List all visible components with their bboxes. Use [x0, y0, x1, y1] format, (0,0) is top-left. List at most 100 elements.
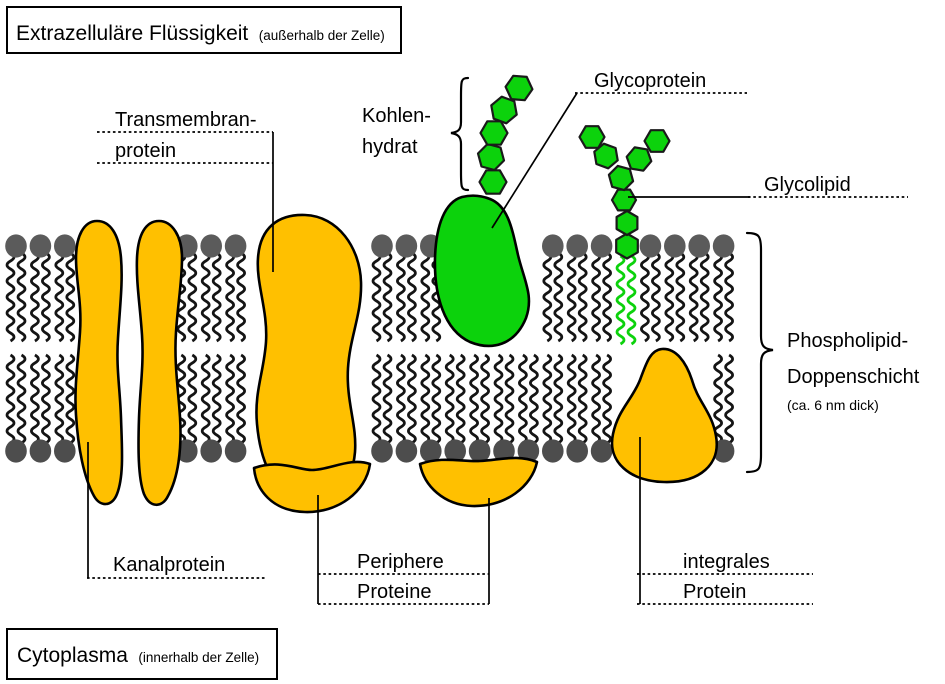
phospholipid: [420, 353, 442, 463]
lipid-tail: [420, 251, 431, 343]
lipid-tail: [30, 353, 40, 445]
lipid-tail: [591, 353, 601, 445]
phospholipid: [712, 353, 735, 463]
phospholipid: [590, 234, 613, 343]
lipid-tail: [382, 353, 393, 445]
sugar-hexagon: [607, 164, 635, 192]
peripheral-label-line1: Periphere: [357, 551, 444, 573]
lipid-tail: [626, 254, 637, 346]
lipid-head: [200, 439, 222, 463]
lipid-tail: [469, 353, 479, 445]
phospholipid: [371, 353, 393, 463]
phospholipid-bilayer: [5, 234, 735, 463]
sugar-hexagon: [490, 95, 518, 125]
lipid-tail: [542, 353, 553, 445]
lipid-head: [664, 234, 686, 258]
integral-protein: [610, 347, 719, 484]
phospholipid: [444, 353, 467, 463]
lipid-tail: [236, 251, 246, 343]
bilayer-label-line2: Doppenschicht: [787, 366, 920, 388]
extracellular-box-text: Extrazelluläre Flüssigkeit (außerhalb de…: [16, 22, 385, 45]
phospholipid: [493, 353, 515, 463]
lipid-head: [566, 234, 588, 258]
lipid-tail: [371, 353, 382, 445]
phospholipid: [542, 234, 564, 343]
phospholipid: [517, 353, 540, 463]
sugar-hexagon: [625, 146, 653, 172]
sugar-hexagon: [643, 129, 671, 153]
lipid-head: [395, 234, 418, 258]
glycoprotein-label: Glycoprotein: [594, 70, 706, 92]
lipid-tail: [41, 353, 51, 445]
glycolipid-carbohydrate-chain: [578, 125, 671, 260]
phospholipid: [566, 234, 588, 343]
sugar-hexagon: [593, 142, 619, 170]
integral-label-line1: integrales: [683, 551, 770, 573]
lipid-head: [54, 234, 76, 258]
carbohydrate-label-line1: Kohlen-: [362, 105, 431, 127]
lipid-tail: [615, 254, 626, 346]
lipid-tail: [553, 251, 564, 343]
lipid-tail: [65, 251, 76, 343]
lipid-tail: [444, 353, 455, 445]
lipid-tail: [65, 353, 76, 445]
lipid-tail: [187, 353, 198, 445]
lipid-tail: [577, 251, 588, 343]
extracellular-box-border: [6, 6, 402, 54]
lipid-tail: [41, 251, 51, 343]
phospholipid: [395, 234, 418, 343]
lipid-tail: [407, 251, 417, 343]
lipid-tail: [396, 353, 406, 445]
lipid-head: [468, 439, 491, 463]
lipid-head: [542, 439, 564, 463]
lipid-tail: [480, 353, 490, 445]
sugar-hexagon: [578, 125, 606, 149]
lipid-tail: [420, 353, 431, 445]
lipid-head: [371, 439, 393, 463]
lipid-head: [542, 234, 564, 258]
integral-label-line2: Protein: [683, 581, 746, 603]
phospholipid: [224, 234, 247, 343]
lipid-head: [712, 234, 735, 258]
lipid-tail: [602, 353, 612, 445]
phospholipid: [5, 353, 27, 463]
transmembrane-label-line2: protein: [115, 140, 176, 162]
sugar-hexagon: [504, 74, 534, 102]
lipid-head: [224, 234, 247, 258]
lipid-tail: [518, 353, 528, 445]
lipid-tail: [640, 251, 650, 343]
glycoprotein-body: [433, 194, 531, 348]
lipid-head: [395, 439, 418, 463]
sugar-hexagon: [615, 232, 639, 260]
lipid-tail: [591, 251, 601, 343]
peripheral-protein-2: [418, 456, 539, 508]
phospholipid: [664, 234, 686, 343]
lipid-tail: [664, 251, 675, 343]
extracellular-title: Extrazelluläre Flüssigkeit: [16, 22, 248, 45]
lipid-tail: [566, 353, 577, 445]
lipid-tail: [542, 251, 553, 343]
sugar-hexagon: [479, 120, 509, 146]
lipid-head: [54, 439, 76, 463]
phospholipid: [29, 234, 52, 343]
lipid-head: [224, 439, 247, 463]
lipid-head: [566, 439, 588, 463]
phospholipid: [468, 353, 491, 463]
phospholipid: [542, 353, 564, 463]
lipid-tail: [236, 353, 246, 445]
peripheral-label-line2: Proteine: [357, 581, 432, 603]
sugar-hexagon: [476, 142, 506, 172]
lipid-tail: [651, 251, 661, 343]
lipid-tail: [699, 251, 710, 343]
lipid-tail: [54, 251, 65, 343]
cytoplasma-subtitle: (innerhalb der Zelle): [138, 650, 259, 665]
bilayer-label-line1: Phospholipid-: [787, 330, 908, 352]
labels: Transmembran- protein Kohlen- hydrat Gly…: [113, 70, 920, 603]
phospholipid: [371, 234, 393, 343]
lipid-tail: [553, 353, 564, 445]
transmembrane-label-line1: Transmembran-: [115, 109, 257, 131]
sugar-hexagon: [478, 169, 508, 195]
lipid-head: [712, 439, 735, 463]
cytoplasma-title: Cytoplasma: [17, 644, 128, 667]
